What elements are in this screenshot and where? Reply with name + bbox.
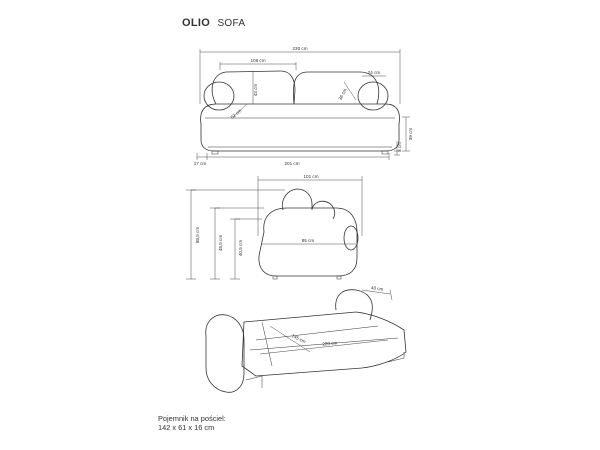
front-body-outline [200,103,400,152]
front-view: 230 cm 108 cm 43 cm 24 cm 36 cm 52 cm 39… [194,46,413,166]
dim-39-label: 39 cm [408,128,413,141]
dim-24-label: 24 cm [368,70,381,75]
dim-108-line [219,62,297,70]
bed-mattress-inner [249,337,399,351]
dim-200-label: 200 cm [322,340,338,347]
product-type: SOFA [217,18,246,29]
storage-dims: 142 x 61 x 16 cm [158,423,215,432]
dim-40-line [230,218,262,280]
bed-left-arm [205,314,245,393]
product-title: OLIO SOFA [182,17,245,29]
bed-mattress-split [255,325,379,341]
dim-101-label: 101 cm [303,174,318,179]
bed-front-base [245,375,263,388]
dim-3-line [394,141,400,156]
side-leg-right [336,275,342,280]
dim-145-label: 145 cm [291,333,307,344]
dim-230-label: 230 cm [292,46,307,51]
dim-108-label: 108 cm [250,58,265,63]
dim-88-line [186,189,285,280]
dim-201-line [206,153,390,160]
dim-48-line [210,207,264,280]
left-side-cushion [203,81,235,111]
dim-17-label: 17 cm [194,161,207,166]
right-leg [381,150,389,155]
dim-85-label: 85 cm [302,238,315,243]
side-body-outline [258,207,358,277]
left-leg [211,150,219,155]
storage-label: Pojemnik na pościel: [158,414,226,423]
dim-48-label: 48,5 cm [218,235,223,252]
bed-backrest [335,289,373,321]
bed-view: 40 cm 145 cm 200 cm [205,285,407,393]
dim-36-line [343,81,357,101]
storage-caption: Pojemnik na pościel: 142 x 61 x 16 cm [158,414,226,432]
dim-52-line [232,103,248,118]
dim-3-label: 3 cm [397,142,402,152]
dim-40b-line [361,289,393,301]
dim-52-label: 52 cm [230,108,243,120]
dim-101-line [257,176,363,236]
side-view: 101 cm 85 cm 88,5 cm 48,5 cm 40,5 cm [186,174,363,280]
dim-17-line [196,153,207,160]
side-top-cushion [281,188,313,211]
dim-40-label: 40,5 cm [238,240,243,257]
side-right-cushion [311,200,336,220]
dim-200-line [259,339,389,355]
bed-right-base [387,352,405,363]
bed-mattress-inner-2 [261,321,273,367]
bed-platform-outline [241,311,407,377]
dim-39-line [402,116,410,152]
side-leg-left [272,275,278,280]
dim-230-line [199,49,401,104]
dim-201-label: 201 cm [284,161,299,166]
right-side-cushion [357,81,389,111]
dim-40b-label: 40 cm [371,285,384,292]
model-name: OLIO [182,17,211,29]
dim-36-label: 36 cm [338,87,348,101]
dim-88-label: 88,5 cm [195,227,200,244]
dim-43-label: 43 cm [253,84,258,97]
side-small-cushion [343,225,359,251]
backrest-right [292,71,380,105]
dim-145-line [269,325,311,353]
